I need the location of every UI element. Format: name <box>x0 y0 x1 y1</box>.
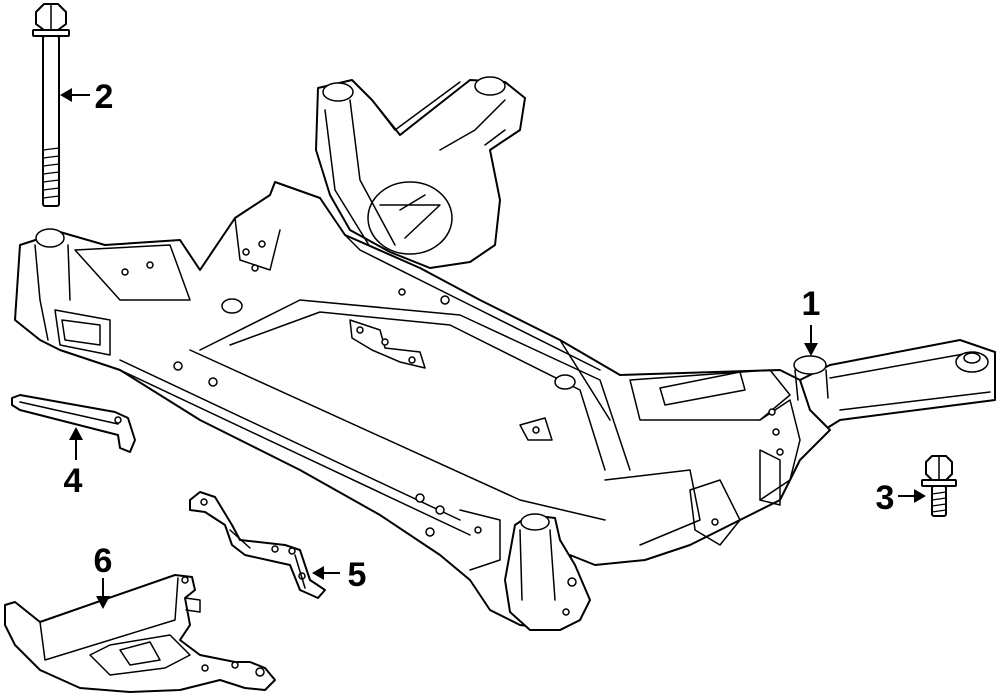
subframe-assembly <box>14 76 996 631</box>
callout-4-label: 4 <box>64 462 83 500</box>
callout-3-label: 3 <box>876 479 895 517</box>
callout-4: 4 <box>64 427 83 500</box>
callout-6-label: 6 <box>94 542 113 580</box>
callout-5: 5 <box>312 556 366 594</box>
short-bolt <box>921 455 957 517</box>
strip-bracket <box>11 394 136 453</box>
callout-3: 3 <box>876 479 926 517</box>
under-shield <box>4 574 276 693</box>
callout-6: 6 <box>94 542 113 609</box>
callout-1-label: 1 <box>802 285 821 323</box>
mounting-bracket <box>189 491 326 599</box>
callout-5-label: 5 <box>348 556 367 594</box>
callout-2-label: 2 <box>95 78 114 116</box>
long-bolt <box>32 3 70 207</box>
callout-1: 1 <box>802 285 821 356</box>
callout-2: 2 <box>60 78 113 116</box>
